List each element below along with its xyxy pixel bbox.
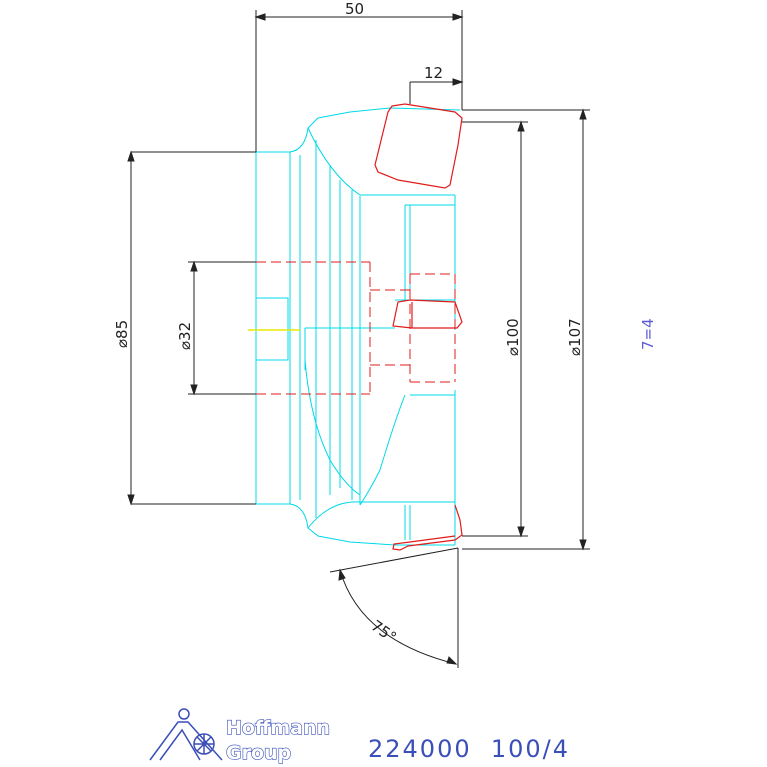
insert-center [392, 299, 463, 329]
dim-body-dia: ⌀85 [113, 320, 131, 348]
dim-total-length: 50 [345, 0, 364, 18]
hoffmann-logo: Hoffmann Group [149, 708, 331, 765]
brand-line2: Group [226, 742, 291, 764]
dim-cut-dia-inner: ⌀100 [504, 318, 522, 356]
cutter-body [255, 107, 461, 546]
insert-bottom [392, 504, 463, 551]
insert-top [374, 103, 463, 189]
dimension-lines [127, 10, 590, 668]
dim-insert-width: 12 [424, 64, 443, 82]
angle-label: 75° [368, 617, 400, 647]
logo-figure-icon [149, 708, 223, 761]
brand-line1: Hoffmann [226, 717, 330, 739]
dim-cut-dia-outer: ⌀107 [566, 318, 584, 356]
part-code: 224000 100/4 [368, 735, 570, 763]
teeth-label: 7=4 [639, 318, 657, 350]
dim-bore-dia: ⌀32 [176, 322, 194, 350]
